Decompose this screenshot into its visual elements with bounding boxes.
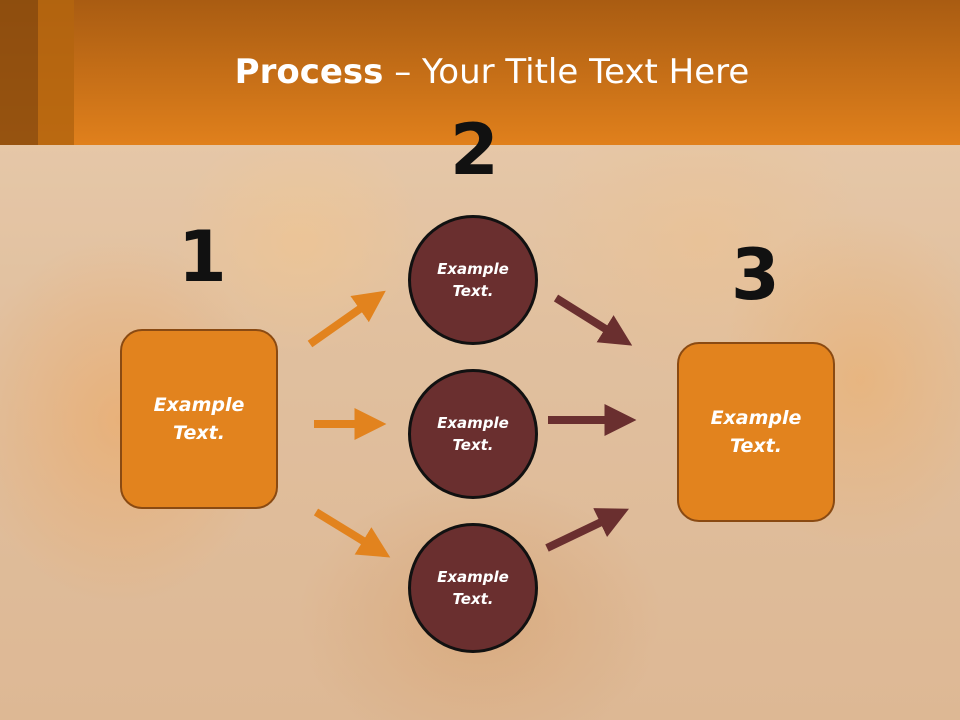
arrow-circle-bottom-to-box3 — [545, 508, 629, 552]
step-2-circle-middle[interactable]: Example Text. — [408, 369, 538, 499]
title-bold-part: Process — [234, 52, 384, 92]
slide-title[interactable]: Process – Your Title Text Here — [0, 52, 960, 92]
title-bar: Process – Your Title Text Here — [0, 0, 960, 145]
circle-top-label: Example Text. — [437, 259, 509, 301]
arrow-circle-top-to-box3 — [553, 294, 633, 346]
circle-middle-label: Example Text. — [437, 413, 509, 455]
step-2-circle-top[interactable]: Example Text. — [408, 215, 538, 345]
step-3-number: 3 — [731, 234, 780, 316]
step-1-box[interactable]: Example Text. — [120, 329, 278, 509]
circle-bottom-label: Example Text. — [437, 567, 509, 609]
step-2-number: 2 — [450, 109, 499, 191]
step-2-circle-bottom[interactable]: Example Text. — [408, 523, 538, 653]
step-3-box[interactable]: Example Text. — [677, 342, 835, 522]
title-text: Your Title Text Here — [422, 52, 750, 92]
step-1-box-label: Example Text. — [153, 393, 245, 445]
title-separator: – — [383, 52, 423, 92]
step-1-number: 1 — [178, 216, 227, 298]
step-3-box-label: Example Text. — [710, 406, 802, 458]
header-accent-stripe — [38, 0, 74, 145]
arrow-box1-to-circle-top — [307, 290, 386, 348]
header-accent-stripe — [0, 0, 38, 145]
arrow-box1-to-circle-bottom — [313, 508, 391, 558]
